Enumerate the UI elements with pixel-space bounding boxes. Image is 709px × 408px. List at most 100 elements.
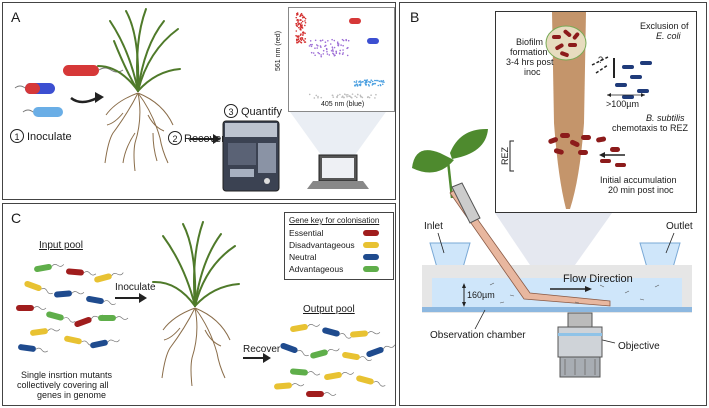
scatter-point xyxy=(296,18,299,21)
scatter-point xyxy=(300,41,303,44)
scatter-point xyxy=(337,44,339,46)
bacterium-icon xyxy=(54,290,85,298)
gene-key-swatch xyxy=(363,242,379,248)
bacterium-icon xyxy=(16,305,47,311)
root-icon xyxy=(509,12,652,209)
bacterium-icon xyxy=(86,295,116,305)
scatter-point xyxy=(304,38,307,40)
biofilm-text-3: 3-4 hrs post xyxy=(506,57,554,67)
scatter-point xyxy=(301,20,304,23)
scatter-point xyxy=(343,93,346,95)
input-pool-bacteria xyxy=(16,263,129,353)
bacterium-icon xyxy=(342,351,372,361)
scatter-point xyxy=(298,40,301,42)
objective-label: Objective xyxy=(618,341,660,352)
scatter-point xyxy=(301,14,304,17)
step-1-label: Inoculate xyxy=(27,131,72,143)
scatter-point xyxy=(376,79,379,82)
scatter-point xyxy=(317,51,319,54)
bacterium-icon xyxy=(18,344,49,353)
scatter-point xyxy=(353,81,356,83)
chemotaxis-text-1: B. subtilis xyxy=(646,113,685,123)
scatter-point xyxy=(366,79,369,81)
scatter-point xyxy=(317,45,319,47)
scatter-point xyxy=(347,46,349,49)
step-3-badge: 3 xyxy=(224,104,238,118)
scatter-point xyxy=(325,47,328,50)
bacterium-icon xyxy=(290,323,320,333)
step-2-label: Recover xyxy=(184,133,225,145)
scatter-point xyxy=(319,39,322,42)
scatter-point xyxy=(339,49,342,52)
scatter-point xyxy=(295,22,298,25)
scatter-point xyxy=(373,79,376,82)
question-mark: ? xyxy=(598,55,604,65)
bacterium-icon xyxy=(366,344,396,358)
bacterium-icon xyxy=(94,272,124,283)
gene-key-row: Neutral xyxy=(289,252,389,263)
bacterium-icon xyxy=(24,280,53,295)
scatter-point xyxy=(360,81,362,84)
scatter-point xyxy=(339,93,341,96)
scatter-point xyxy=(295,30,298,32)
scatter-point xyxy=(296,35,299,38)
initial-text-1: Initial accumulation xyxy=(600,175,677,185)
bacterium-icon xyxy=(310,348,340,359)
step-3-label: Quantify xyxy=(241,106,282,118)
scatter-point xyxy=(367,83,370,86)
scatter-point xyxy=(304,20,306,22)
scatter-point xyxy=(345,94,348,96)
scatter-point xyxy=(381,83,384,86)
scatter-point xyxy=(379,84,382,86)
bacterium-icon xyxy=(46,311,76,323)
scatter-point xyxy=(375,93,377,96)
root-inset xyxy=(495,11,697,213)
scatter-point xyxy=(354,85,356,87)
scatter-point xyxy=(300,13,302,16)
inlet-label: Inlet xyxy=(424,221,443,232)
scatter-point xyxy=(345,39,348,42)
objective-icon xyxy=(557,312,603,378)
distance-label: >100µm xyxy=(606,99,639,109)
bacterium-icon xyxy=(64,335,94,346)
zoom-cone xyxy=(495,213,612,265)
scatter-point xyxy=(304,32,306,35)
scatter-point xyxy=(309,40,312,42)
scatter-point xyxy=(371,84,374,86)
description-3: genes in genome xyxy=(37,390,107,400)
scatter-point xyxy=(320,55,323,58)
scatter-point xyxy=(322,53,325,55)
cytometry-scatter xyxy=(295,12,385,99)
scatter-point xyxy=(341,96,343,99)
scatter-point xyxy=(315,44,318,46)
scatter-point xyxy=(303,16,305,18)
scatter-point xyxy=(338,52,341,55)
scatter-point xyxy=(296,14,298,16)
rez-label: REZ xyxy=(500,147,510,165)
bacterium-icon xyxy=(30,328,61,336)
scatter-point xyxy=(299,15,301,18)
scatter-point xyxy=(355,96,358,99)
scatter-point xyxy=(372,83,375,85)
scatter-point xyxy=(369,81,371,84)
scatter-point xyxy=(335,52,338,55)
scatter-point xyxy=(337,42,339,45)
scatter-point xyxy=(297,22,300,25)
scatter-point xyxy=(371,80,374,83)
output-pool-label: Output pool xyxy=(303,304,355,315)
scatter-point xyxy=(381,81,384,83)
gene-key-swatch xyxy=(363,254,379,260)
flow-direction-label: Flow Direction xyxy=(563,273,633,285)
scatter-point xyxy=(314,47,316,49)
scatter-point xyxy=(342,39,345,42)
scatter-point xyxy=(342,49,344,51)
bacterium-icon xyxy=(306,391,337,397)
scatter-point xyxy=(326,53,329,55)
scatter-point xyxy=(336,41,339,44)
scatter-point xyxy=(314,39,317,42)
scatter-point xyxy=(308,93,311,96)
scatter-point xyxy=(302,34,304,36)
scatter-point xyxy=(359,94,362,97)
scatter-point xyxy=(297,19,300,21)
scatter-point xyxy=(331,94,334,97)
